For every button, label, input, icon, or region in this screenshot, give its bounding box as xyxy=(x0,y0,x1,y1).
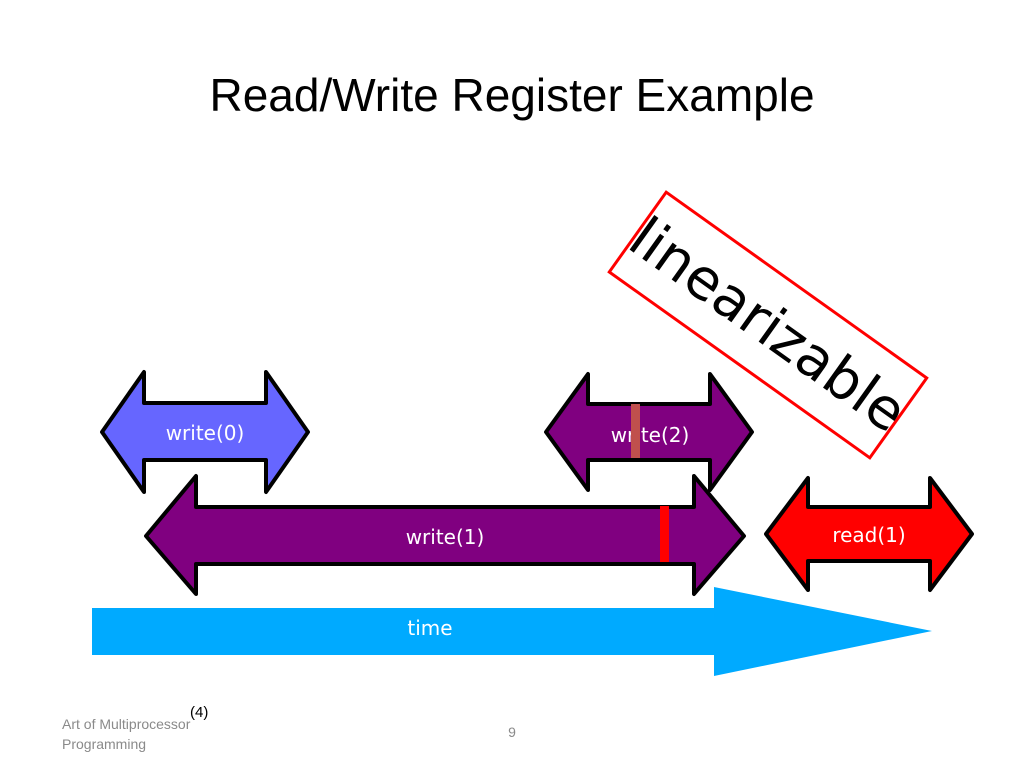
time-label: time xyxy=(407,616,452,640)
write0-label: write(0) xyxy=(166,421,245,445)
write2-interval: write(2) xyxy=(544,372,754,492)
write1-linearization-point xyxy=(660,506,669,562)
write0-interval: write(0) xyxy=(100,370,310,494)
footer-mark: (4) xyxy=(190,704,209,721)
page-number: 9 xyxy=(508,724,516,740)
read1-interval: read(1) xyxy=(764,476,974,592)
footer-source-line1: Art of Multiprocessor xyxy=(62,716,191,732)
write2-linearization-point xyxy=(631,404,640,458)
write2-arrow-shape xyxy=(544,372,754,492)
write1-arrow-shape xyxy=(144,474,746,596)
time-axis: time xyxy=(92,587,932,676)
stamp-border xyxy=(607,190,929,460)
write1-interval: write(1) xyxy=(144,474,746,596)
write2-label: write(2) xyxy=(611,423,690,447)
footer-source-line2: Programming xyxy=(62,736,147,752)
read1-label: read(1) xyxy=(832,523,905,547)
footer-source: Art of Multiprocessor Programming xyxy=(62,714,242,754)
slide-title: Read/Write Register Example xyxy=(209,69,815,121)
time-arrow-shape xyxy=(92,587,932,676)
write1-label: write(1) xyxy=(406,525,485,549)
read1-arrow-shape xyxy=(764,476,974,592)
write0-arrow-shape xyxy=(100,370,310,494)
